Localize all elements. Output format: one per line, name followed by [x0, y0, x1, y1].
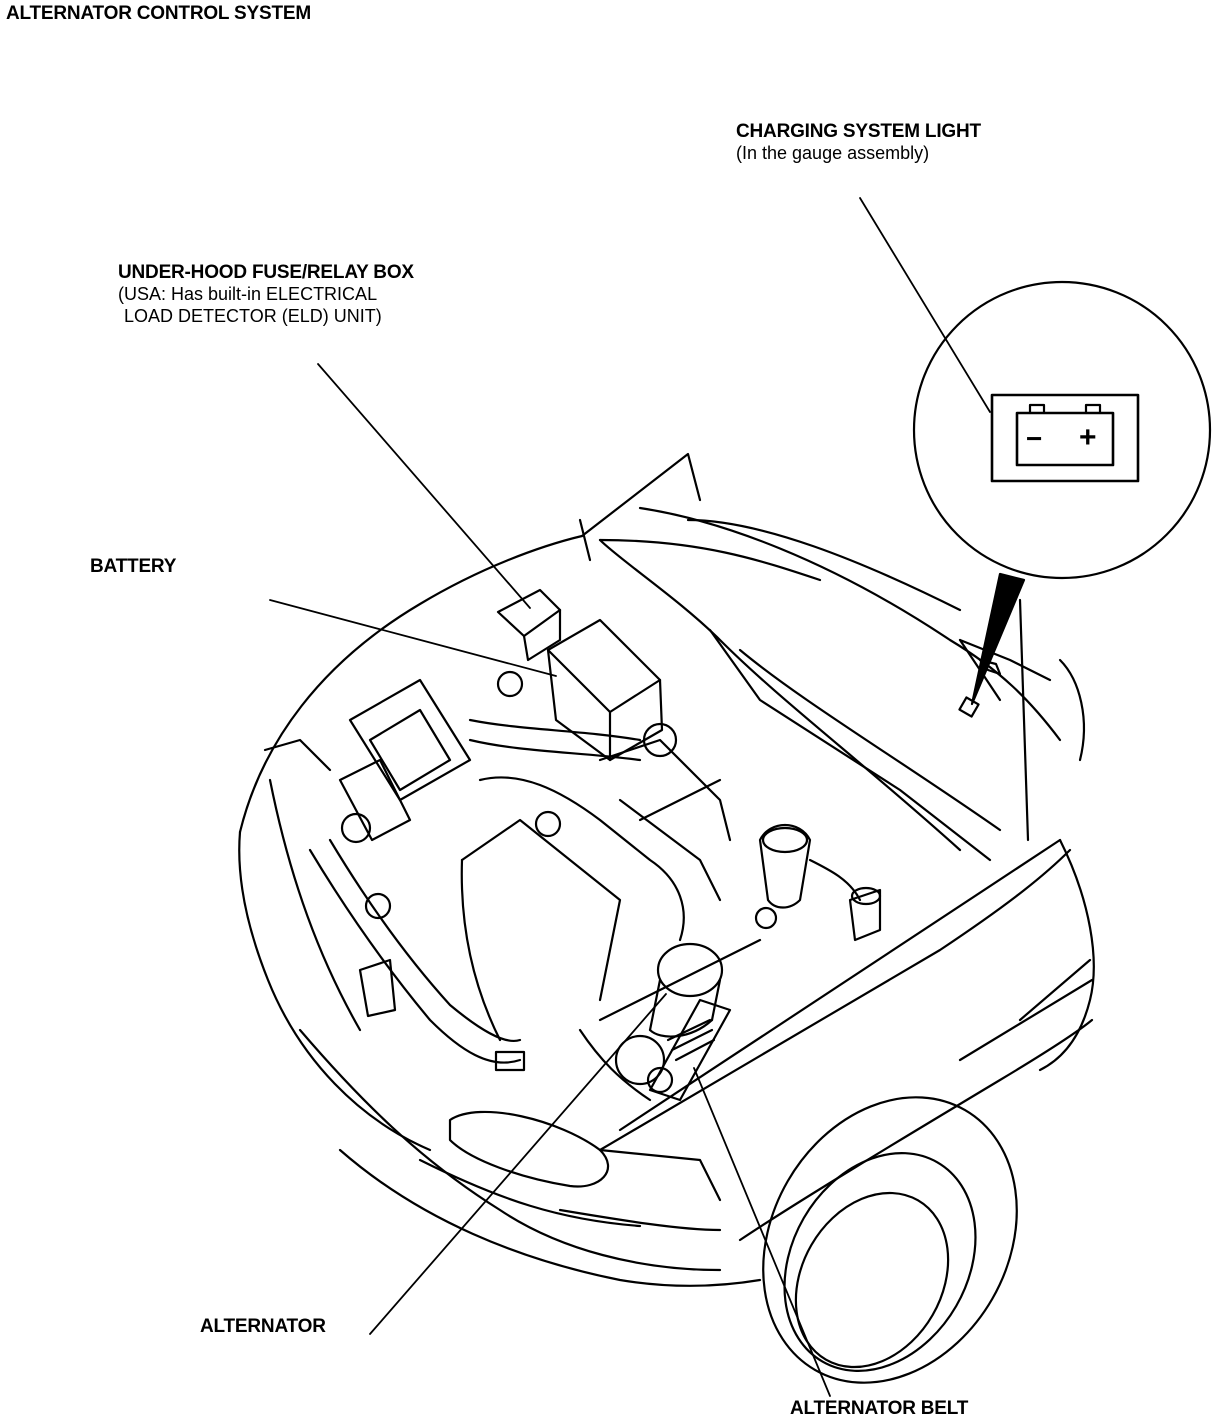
label-alternator: ALTERNATOR: [200, 1316, 326, 1337]
front-wheel: [762, 1096, 1018, 1384]
engine-components: [308, 588, 1002, 1102]
car-body: [238, 452, 1095, 1287]
label-charging-system-light-note: (In the gauge assembly): [736, 143, 930, 164]
gauge-magnifier: [912, 280, 1212, 718]
page-title: ALTERNATOR CONTROL SYSTEM: [6, 3, 311, 24]
label-battery: BATTERY: [90, 556, 177, 577]
leader-charging-light: [859, 197, 991, 413]
leader-alternator-belt: [693, 1067, 831, 1397]
leader-lines: [269, 197, 991, 1397]
label-alternator-belt: ALTERNATOR BELT: [790, 1398, 969, 1419]
indicator-plus-symbol: +: [1079, 421, 1097, 454]
label-charging-system-light: CHARGING SYSTEM LIGHT (In the gauge asse…: [736, 121, 981, 165]
indicator-minus-symbol: −: [1026, 423, 1043, 454]
leader-battery: [269, 599, 557, 677]
label-charging-system-light-name: CHARGING SYSTEM LIGHT: [736, 121, 981, 142]
label-fuse-relay-box-note-1: (USA: Has built-in ELECTRICAL: [118, 284, 378, 305]
label-fuse-relay-box-name: UNDER-HOOD FUSE/RELAY BOX: [118, 262, 414, 283]
leader-fuse-box: [317, 363, 531, 609]
leader-alternator: [369, 993, 667, 1335]
label-fuse-relay-box: UNDER-HOOD FUSE/RELAY BOX (USA: Has buil…: [118, 262, 414, 327]
label-fuse-relay-box-note-2: LOAD DETECTOR (ELD) UNIT): [124, 305, 382, 326]
battery-icon: [990, 393, 1140, 483]
